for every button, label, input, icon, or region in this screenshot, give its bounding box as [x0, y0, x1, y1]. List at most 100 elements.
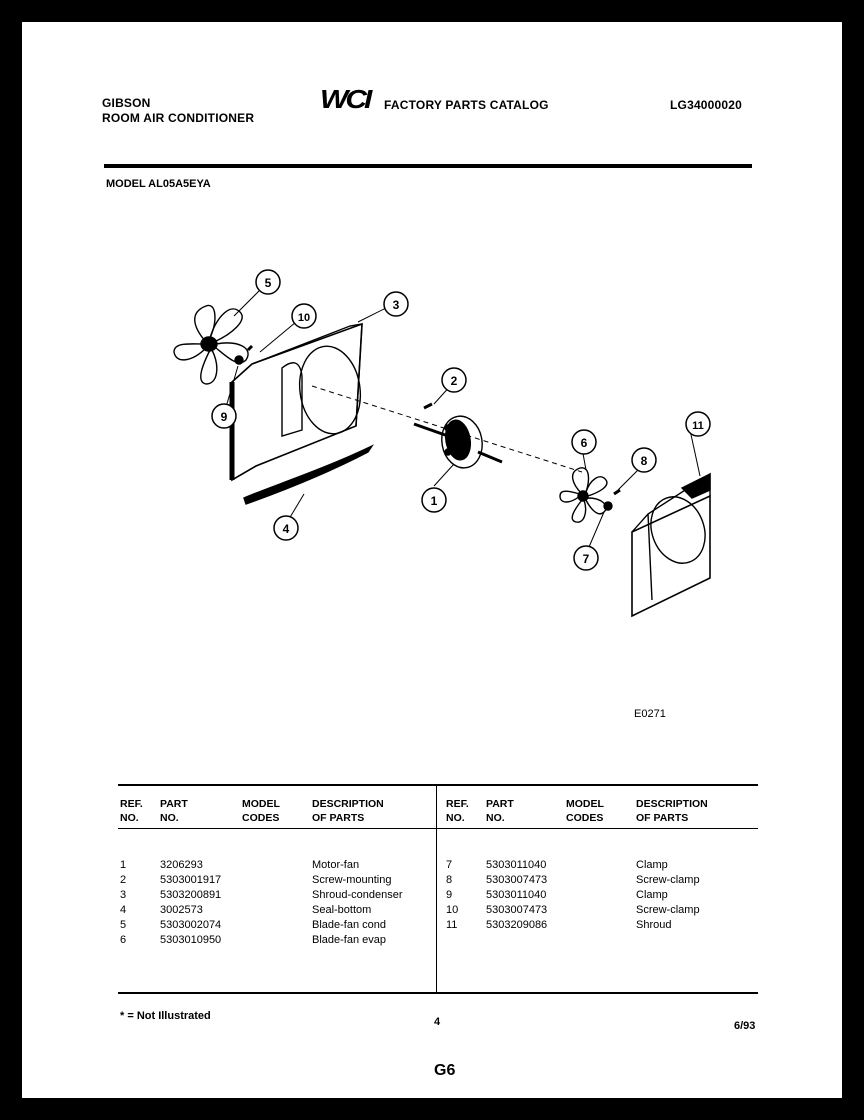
- screw-clamp-part: [246, 344, 254, 352]
- cell-part: 5303001917: [160, 874, 222, 886]
- cell-desc: Blade-fan evap: [312, 934, 386, 946]
- callout-1: 1: [421, 487, 447, 513]
- cell-desc: Shroud: [636, 919, 672, 931]
- svg-text:11: 11: [692, 420, 704, 432]
- cell-desc: Shroud-condenser: [312, 889, 403, 901]
- cell-model: [242, 918, 312, 933]
- cell-part: 5303007473: [486, 874, 548, 886]
- figure-code: E0271: [634, 708, 666, 720]
- condenser-shroud: [229, 322, 363, 482]
- cell-model: [242, 858, 312, 873]
- callout-6: 6: [571, 429, 597, 455]
- assembly-axis: [311, 385, 583, 473]
- col-model-r2: CODES: [566, 812, 604, 824]
- revision-date: 6/93: [734, 1020, 756, 1032]
- cell-part: 5303011040: [486, 859, 547, 871]
- cell-part: 5303007473: [486, 904, 548, 916]
- cell-ref: 8: [446, 874, 453, 886]
- cell-desc: Seal-bottom: [312, 904, 372, 916]
- brand-name: GIBSON: [102, 96, 151, 110]
- callout-4: 4: [273, 515, 299, 541]
- callout-2: 2: [441, 367, 467, 393]
- col-model-r1: MODEL: [566, 798, 604, 810]
- table-row: 8 5303007473 Screw-clamp: [446, 873, 746, 888]
- cell-ref: 3: [120, 889, 127, 901]
- catalog-number: LG34000020: [670, 98, 743, 112]
- cell-part: 3002573: [160, 904, 203, 916]
- footnote: * = Not Illustrated: [120, 1010, 211, 1022]
- callout-9: 9: [211, 403, 237, 429]
- callout-3: 3: [383, 291, 409, 317]
- col-ref-r2: NO.: [446, 812, 465, 824]
- cell-desc: Screw-mounting: [312, 874, 392, 886]
- svg-text:10: 10: [298, 312, 310, 324]
- cell-part: 5303200891: [160, 889, 222, 901]
- col-ref-left: REF. NO.: [120, 797, 143, 825]
- table-top-rule: [118, 784, 758, 786]
- callout-5: 5: [255, 269, 281, 295]
- cell-ref: 10: [446, 904, 459, 916]
- cell-ref: 4: [120, 904, 127, 916]
- cell-model: [566, 888, 636, 903]
- table-row: 3 5303200891 Shroud-condenser: [120, 888, 422, 903]
- wci-logo: WCI: [320, 86, 380, 118]
- callout-11: 11: [685, 411, 711, 437]
- col-ref-right: REF. NO.: [446, 797, 469, 825]
- table-bottom-rule: [118, 992, 758, 994]
- col-ref-r1: REF.: [446, 798, 469, 810]
- col-desc-left: DESCRIPTION OF PARTS: [312, 797, 384, 825]
- table-center-divider: [436, 786, 437, 992]
- col-desc-l2: OF PARTS: [312, 812, 365, 824]
- page-number: 4: [434, 1016, 441, 1028]
- svg-text:8: 8: [641, 454, 648, 468]
- cell-ref: 7: [446, 859, 453, 871]
- exploded-parts-diagram: 5 10 3 2 9 1 4 6 8 7 11: [173, 269, 711, 618]
- table-row: 10 5303007473 Screw-clamp: [446, 903, 746, 918]
- cell-model: [566, 873, 636, 888]
- wci-logo-text: WCI: [320, 86, 372, 115]
- col-model-right: MODEL CODES: [566, 797, 604, 825]
- col-part-r2: NO.: [486, 812, 505, 824]
- svg-text:4: 4: [283, 522, 290, 536]
- col-part-l1: PART: [160, 798, 188, 810]
- mounting-screw: [423, 402, 433, 410]
- catalog-page: GIBSON ROOM AIR CONDITIONER WCI FACTORY …: [22, 22, 842, 1098]
- col-desc-right: DESCRIPTION OF PARTS: [636, 797, 708, 825]
- clamp-part: [234, 355, 244, 365]
- col-part-r1: PART: [486, 798, 514, 810]
- cell-part: 5303011040: [486, 889, 547, 901]
- cell-model: [566, 918, 636, 933]
- svg-text:6: 6: [581, 436, 588, 450]
- table-row: 1 3206293 Motor-fan: [120, 858, 422, 873]
- cell-part: 3206293: [160, 859, 203, 871]
- cell-desc: Screw-clamp: [636, 904, 700, 916]
- cell-model: [242, 933, 312, 948]
- col-part-left: PART NO.: [160, 797, 188, 825]
- cell-model: [242, 873, 312, 888]
- cell-desc: Screw-clamp: [636, 874, 700, 886]
- svg-text:1: 1: [431, 494, 438, 508]
- svg-text:5: 5: [265, 276, 272, 290]
- cell-desc: Clamp: [636, 859, 668, 871]
- product-name: ROOM AIR CONDITIONER: [102, 111, 255, 125]
- col-model-l1: MODEL: [242, 798, 280, 810]
- cell-desc: Clamp: [636, 889, 668, 901]
- cell-model: [566, 858, 636, 873]
- table-header-rule: [118, 828, 758, 829]
- cell-ref: 1: [120, 859, 127, 871]
- callout-7: 7: [573, 545, 599, 571]
- table-row: 7 5303011040 Clamp: [446, 858, 746, 873]
- cell-desc: Motor-fan: [312, 859, 360, 871]
- cell-desc: Blade-fan cond: [312, 919, 386, 931]
- svg-text:3: 3: [393, 298, 400, 312]
- svg-text:7: 7: [583, 552, 590, 566]
- evaporator-fan-blade: [559, 467, 608, 523]
- cell-ref: 6: [120, 934, 127, 946]
- evap-screw-clamp-part: [613, 488, 621, 496]
